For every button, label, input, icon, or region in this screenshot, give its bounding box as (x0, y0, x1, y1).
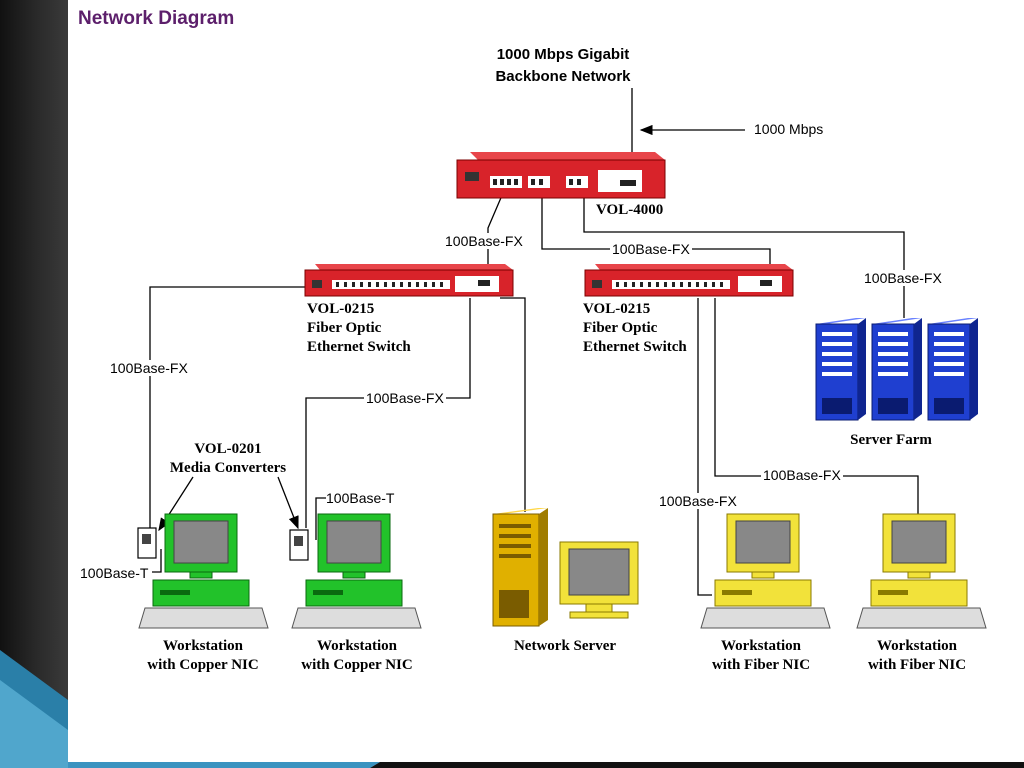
left-switch-label: VOL-0215 Fiber Optic Ethernet Switch (307, 300, 411, 357)
workstation-2-label: Workstation with Copper NIC (282, 637, 432, 675)
workstation-4-line1: Workstation (876, 638, 957, 654)
mc-arrow-right (277, 476, 299, 530)
backbone-label-line1: 1000 Mbps Gigabit (496, 46, 630, 63)
left-switch-line2: Fiber Optic (307, 320, 382, 336)
copper-link-ws1 (152, 549, 162, 573)
slide-left-panel (0, 0, 68, 768)
workstation-3-line1: Workstation (720, 638, 801, 654)
network-server (492, 508, 639, 627)
link-label-core-left: 100Base-FX (443, 233, 525, 249)
right-switch-model: VOL-0215 (583, 301, 651, 317)
connection-lines (149, 88, 919, 596)
workstation-4-line2: with Fiber NIC (867, 657, 967, 673)
page-title: Network Diagram (78, 8, 235, 29)
workstation-3-line2: with Fiber NIC (711, 657, 811, 673)
copper-label-ws2: 100Base-T (326, 490, 395, 506)
left-switch-vol-0215 (304, 264, 514, 297)
link-label-left-ws2: 100Base-FX (364, 390, 446, 406)
link-label-right-ws3: 100Base-FX (657, 493, 739, 509)
left-switch-model: VOL-0215 (307, 301, 375, 317)
link-label-right-ws4: 100Base-FX (761, 467, 843, 483)
workstation-1-label: Workstation with Copper NIC (128, 637, 278, 675)
workstation-1-line1: Workstation (162, 638, 243, 654)
media-converter-1 (137, 527, 157, 559)
network-server-label: Network Server (513, 638, 617, 654)
workstation-2 (291, 513, 422, 629)
workstation-3-label: Workstation with Fiber NIC (686, 637, 836, 675)
copper-link-ws2 (315, 497, 326, 540)
link-label-core-right: 100Base-FX (610, 241, 692, 257)
link-left-switch-to-ws1 (149, 286, 305, 528)
server-tower-1 (815, 318, 866, 421)
slide-left-accent (0, 650, 68, 768)
server-tower-2 (871, 318, 922, 421)
right-switch-label: VOL-0215 Fiber Optic Ethernet Switch (583, 300, 687, 357)
media-converters-label: VOL-0201 Media Converters (160, 440, 296, 478)
right-switch-line2: Fiber Optic (583, 320, 658, 336)
backbone-label-line2: Backbone Network (495, 68, 631, 85)
workstation-4-label: Workstation with Fiber NIC (842, 637, 992, 675)
link-left-switch-to-network-server (500, 297, 526, 512)
link-label-core-farm: 100Base-FX (862, 270, 944, 286)
media-converters-model: VOL-0201 (194, 441, 262, 457)
workstation-2-line2: with Copper NIC (301, 657, 413, 673)
workstation-3 (700, 513, 831, 629)
backbone-label: 1000 Mbps Gigabit Backbone Network (478, 44, 648, 88)
right-switch-vol-0215 (584, 264, 794, 297)
server-farm (815, 318, 978, 421)
server-tower-3 (927, 318, 978, 421)
left-switch-line3: Ethernet Switch (307, 339, 411, 355)
right-switch-line3: Ethernet Switch (583, 339, 687, 355)
workstation-2-line1: Workstation (316, 638, 397, 654)
core-switch-label: VOL-4000 (596, 202, 664, 218)
link-label-left-ws1: 100Base-FX (108, 360, 190, 376)
workstation-1-line2: with Copper NIC (147, 657, 259, 673)
core-switch-vol-4000 (456, 152, 666, 199)
link-right-switch-to-ws3 (697, 298, 712, 596)
link-core-to-left-switch (487, 192, 504, 280)
copper-label-ws1: 100Base-T (78, 565, 151, 581)
server-farm-label: Server Farm (850, 432, 932, 448)
workstation-4 (856, 513, 987, 629)
media-converters-text: Media Converters (169, 460, 287, 476)
workstation-1 (138, 513, 269, 629)
backbone-speed-label: 1000 Mbps (752, 121, 826, 137)
media-converter-2 (289, 529, 309, 561)
